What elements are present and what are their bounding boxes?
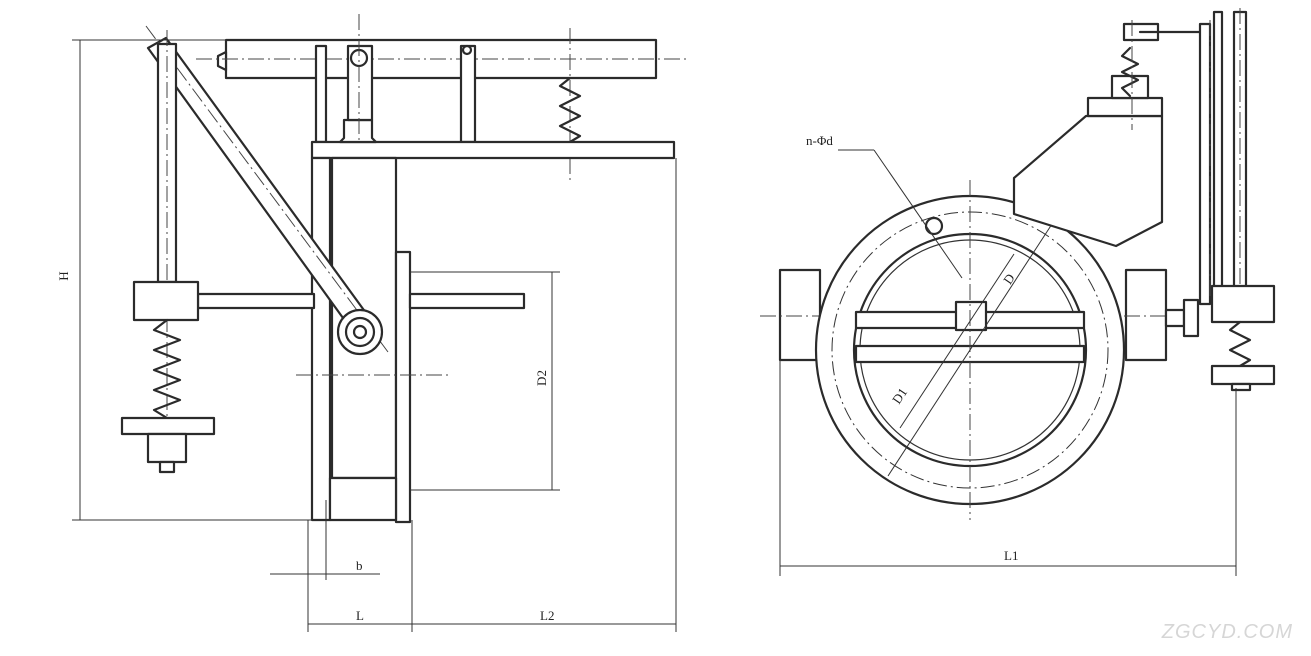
front-view-dimensions (779, 360, 1237, 576)
diameter-leaders (838, 149, 1053, 477)
side-vertical-rods (1198, 8, 1248, 306)
dimension-label-D2: D2 (534, 370, 549, 386)
dimension-label-b: b (356, 558, 363, 573)
diagonal-lever-arm (145, 25, 389, 356)
counterweight-assembly (120, 30, 216, 474)
side-bosses (760, 268, 1190, 362)
dimension-label-L: L (356, 608, 364, 623)
valve-body-column (310, 14, 412, 524)
watermark: ZGCYD.COM (1161, 621, 1293, 643)
dimension-label-L2: L2 (540, 608, 554, 623)
beam-spring (558, 28, 582, 182)
side-elevation-view: H D2 b L L2 (56, 14, 686, 632)
holes-label: n-Φd (806, 133, 833, 148)
actuator-housing (1012, 20, 1208, 248)
dimension-label-L1: L1 (1004, 548, 1018, 563)
top-lever-beam (196, 38, 686, 144)
bracket-plate (310, 140, 676, 160)
dimension-label-H: H (56, 271, 71, 280)
side-spring-assembly (1164, 284, 1276, 392)
front-elevation-view: n-Φd D D1 L1 (760, 8, 1276, 576)
side-view-dimensions (72, 39, 677, 632)
diameter-label-D1: D1 (889, 385, 910, 407)
disc-stem (854, 180, 1086, 520)
